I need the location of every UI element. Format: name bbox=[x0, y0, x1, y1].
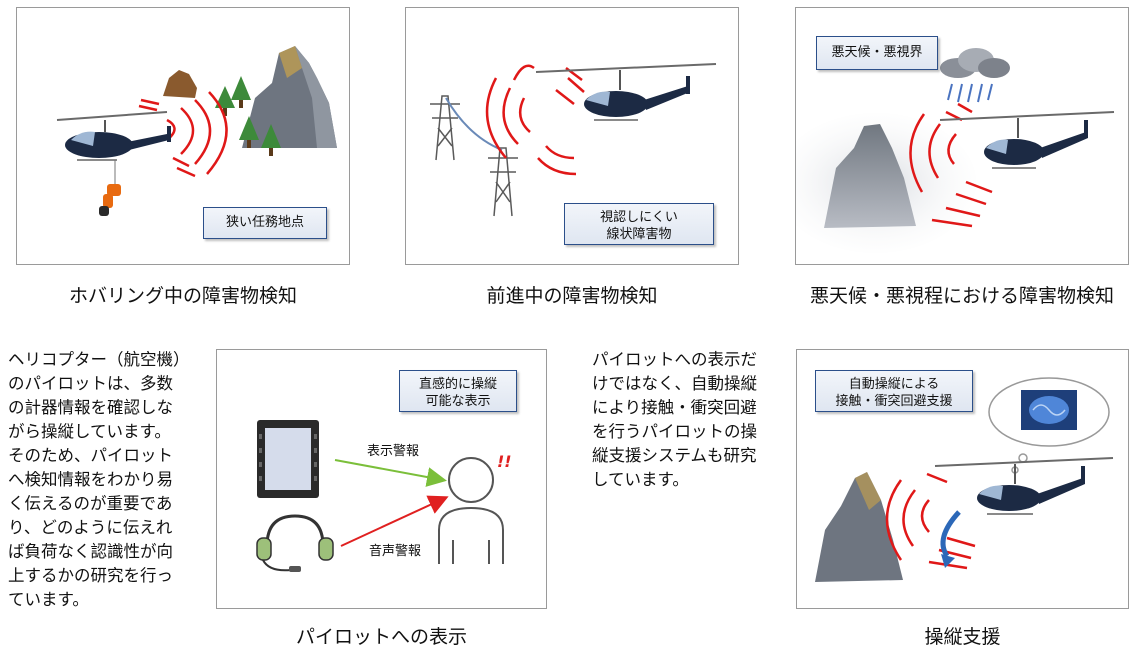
cloud-rain-icon bbox=[940, 48, 1010, 103]
brain-icon bbox=[1021, 390, 1077, 430]
helicopter-icon bbox=[939, 111, 1115, 169]
assist-illustration bbox=[815, 377, 1114, 582]
visual-alert-label: 表示警報 bbox=[367, 444, 420, 459]
display-illustration bbox=[256, 420, 504, 572]
middle-text-line: パイロットへの表示だ bbox=[592, 350, 757, 369]
left-text-line: がら操縦しています。 bbox=[8, 422, 171, 441]
rescue-person-icon bbox=[99, 184, 121, 216]
helicopter-icon bbox=[535, 63, 717, 121]
left-text-line: のパイロットは、多数 bbox=[8, 374, 173, 393]
left-paragraph: ヘリコプター（航空機） のパイロットは、多数 の計器情報を確認しな がら操縦して… bbox=[8, 348, 190, 612]
radar-wave-icon bbox=[909, 102, 993, 228]
display-label-line1: 直感的に操縦 bbox=[418, 377, 497, 392]
forward-label-line2: 線状障害物 bbox=[606, 227, 672, 242]
forward-illustration bbox=[430, 63, 717, 217]
forward-label-line1: 視認しにくい bbox=[600, 210, 678, 225]
weather-illustration bbox=[796, 48, 1115, 253]
forward-label: 視認しにくい 線状障害物 bbox=[564, 203, 714, 245]
visual-alert-arrow bbox=[334, 459, 447, 487]
weather-panel: 悪天候・悪視界 bbox=[795, 7, 1129, 265]
avoid-arrow-icon bbox=[940, 510, 961, 558]
hover-caption: ホバリング中の障害物検知 bbox=[68, 285, 297, 307]
assist-label: 自動操縦による 接触・衝突回避支援 bbox=[815, 370, 973, 412]
left-text-line: 上するかの研究を行っ bbox=[8, 566, 173, 585]
left-text-line: り、どのように伝えれ bbox=[8, 518, 173, 537]
power-tower-icon bbox=[430, 95, 518, 217]
left-text-line: へ検知情報をわかり易 bbox=[8, 470, 173, 489]
assist-caption: 操縦支援 bbox=[924, 626, 1001, 648]
middle-text-line: により接触・衝突回避 bbox=[592, 398, 757, 417]
forward-caption: 前進中の障害物検知 bbox=[486, 285, 658, 307]
pilot-icon bbox=[438, 457, 504, 564]
forward-panel: 視認しにくい 線状障害物 bbox=[405, 7, 739, 265]
left-text-line: ヘリコプター（航空機） bbox=[8, 350, 190, 369]
tree-icon bbox=[215, 76, 281, 156]
hover-panel: 狭い任務地点 bbox=[16, 7, 350, 265]
left-text-line: く伝えるのが重要であ bbox=[8, 494, 173, 513]
middle-text-line: しています。 bbox=[592, 470, 689, 489]
middle-text-line: を行うパイロットの操 bbox=[592, 422, 757, 441]
left-text-line: ています。 bbox=[8, 590, 89, 609]
radar-wave-icon bbox=[138, 91, 228, 178]
display-label: 直感的に操縦 可能な表示 bbox=[399, 370, 517, 412]
assist-label-line1: 自動操縦による bbox=[848, 377, 940, 392]
weather-caption: 悪天候・悪視程における障害物検知 bbox=[809, 285, 1114, 307]
radar-wave-icon bbox=[885, 472, 976, 570]
mountain-icon bbox=[815, 472, 903, 582]
rock-icon bbox=[163, 70, 197, 98]
assist-panel: 自動操縦による 接触・衝突回避支援 bbox=[796, 349, 1129, 609]
helicopter-icon bbox=[934, 457, 1114, 515]
left-text-line: の計器情報を確認しな bbox=[8, 398, 173, 417]
hover-label: 狭い任務地点 bbox=[203, 207, 327, 239]
audio-alert-arrow bbox=[340, 495, 449, 547]
display-panel: 直感的に操縦 可能な表示 表示警報 音声警報 !! bbox=[216, 349, 547, 609]
middle-text-line: けではなく、自動操縦 bbox=[592, 374, 757, 393]
exclaim-mark: !! bbox=[497, 452, 512, 471]
radar-wave-icon bbox=[485, 64, 585, 176]
power-line-icon bbox=[445, 97, 503, 151]
mountain-icon bbox=[824, 124, 916, 228]
middle-text-line: 縦支援システムも研究 bbox=[592, 446, 757, 465]
assist-label-line2: 接触・衝突回避支援 bbox=[835, 394, 953, 409]
headset-icon bbox=[256, 514, 334, 572]
helicopter-icon bbox=[56, 111, 171, 186]
display-caption: パイロットへの表示 bbox=[295, 626, 467, 648]
middle-paragraph: パイロットへの表示だ けではなく、自動操縦 により接触・衝突回避 を行うパイロッ… bbox=[592, 348, 757, 492]
left-text-line: ば負荷なく認識性が向 bbox=[8, 542, 173, 561]
display-label-line2: 可能な表示 bbox=[425, 394, 491, 409]
tablet-icon bbox=[257, 420, 319, 498]
left-text-line: そのため、パイロット bbox=[8, 446, 173, 465]
audio-alert-label: 音声警報 bbox=[369, 544, 422, 559]
weather-label: 悪天候・悪視界 bbox=[816, 36, 938, 70]
hover-illustration bbox=[56, 46, 337, 216]
